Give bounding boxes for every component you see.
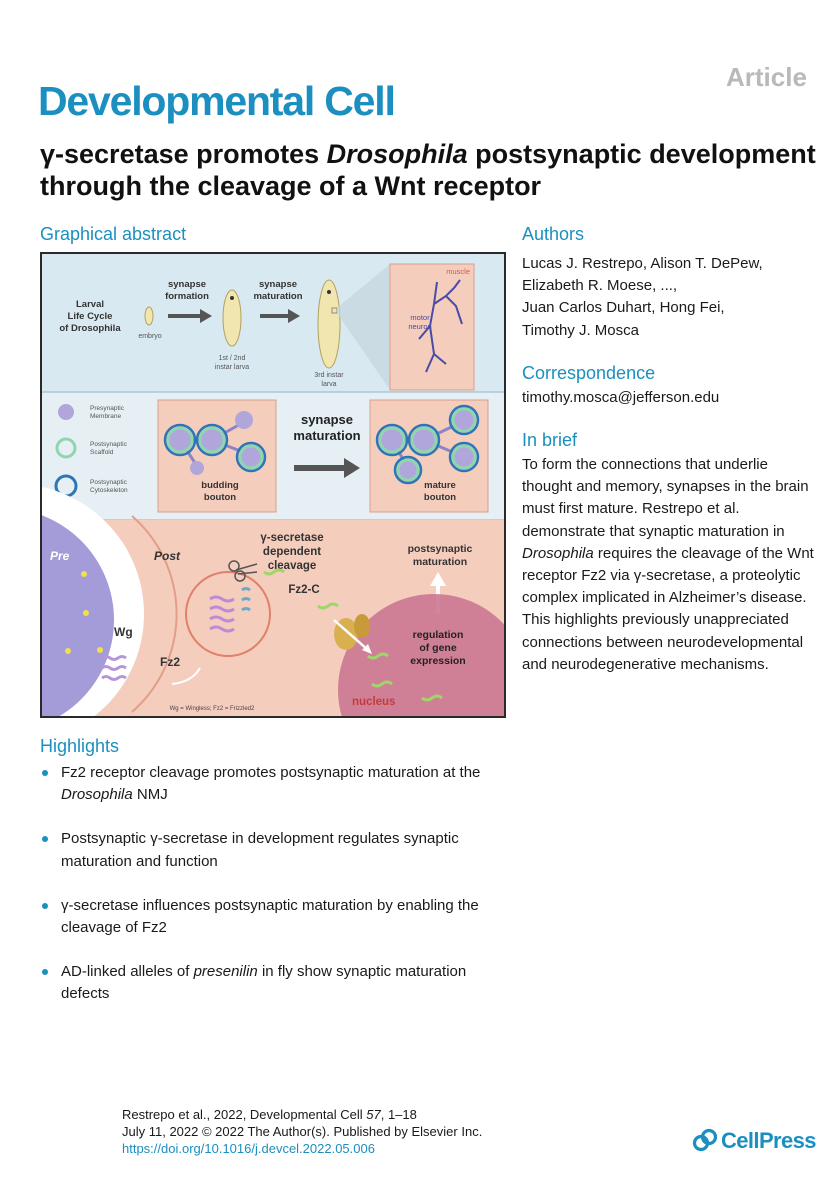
svg-text:Larval: Larval <box>76 299 104 310</box>
highlights-list: Fz2 receptor cleavage promotes postsynap… <box>40 762 510 1028</box>
svg-text:3rd instar: 3rd instar <box>314 372 344 379</box>
bullet-icon <box>42 969 48 976</box>
svg-text:instar larva: instar larva <box>215 364 249 371</box>
cellpress-logo[interactable]: CellPress <box>692 1128 816 1154</box>
svg-text:synapse: synapse <box>168 279 206 290</box>
svg-text:maturation: maturation <box>253 291 302 302</box>
svg-text:Membrane: Membrane <box>90 413 121 420</box>
in-brief-heading: In brief <box>522 430 578 450</box>
svg-text:of Drosophila: of Drosophila <box>59 323 121 334</box>
svg-text:γ-secretase: γ-secretase <box>260 532 323 544</box>
svg-text:postsynaptic: postsynaptic <box>408 543 473 555</box>
svg-text:Fz2: Fz2 <box>160 655 180 669</box>
author-line[interactable]: Juan Carlos Duhart, Hong Fei, <box>522 299 725 317</box>
bullet-icon <box>42 902 48 909</box>
doi-link[interactable]: https://doi.org/10.1016/j.devcel.2022.05… <box>122 1141 375 1156</box>
svg-text:of gene: of gene <box>419 642 456 654</box>
correspondence-email[interactable]: timothy.mosca@jefferson.edu <box>522 389 720 406</box>
svg-text:nucleus: nucleus <box>352 696 395 708</box>
life-cycle-panel: Larval Life Cycle of Drosophila embryo s… <box>59 263 475 391</box>
author-line[interactable]: Lucas J. Restrepo, Alison T. DePew, <box>522 255 763 272</box>
svg-text:maturation: maturation <box>413 556 467 568</box>
in-brief-text: To form the connections that underlie th… <box>522 456 814 673</box>
maturation-panel: Presynaptic Membrane Postsynaptic Scaffo… <box>54 399 489 513</box>
svg-text:muscle: muscle <box>446 267 470 276</box>
svg-text:larva: larva <box>321 381 336 388</box>
svg-text:Postsynaptic: Postsynaptic <box>90 479 128 486</box>
author-line[interactable]: Elizabeth R. Moese, ..., <box>522 277 678 295</box>
highlight-item: Postsynaptic γ-secretase in development … <box>40 828 510 872</box>
svg-text:Cytoskeleton: Cytoskeleton <box>90 487 128 494</box>
article-title: γ-secretase promotes Drosophila postsyna… <box>40 139 816 201</box>
svg-text:synapse: synapse <box>301 412 353 427</box>
bullet-icon <box>42 836 48 843</box>
authors-list: Lucas J. Restrepo, Alison T. DePew, Eliz… <box>522 253 822 342</box>
svg-text:bouton: bouton <box>424 492 456 503</box>
svg-text:Postsynaptic: Postsynaptic <box>90 441 128 448</box>
author-line[interactable]: Timothy J. Mosca <box>522 321 639 339</box>
svg-text:Wg: Wg <box>114 625 133 639</box>
highlight-item: AD-linked alleles of presenilin in fly s… <box>40 961 510 1005</box>
svg-text:neuron: neuron <box>408 322 431 331</box>
citation-footer: Restrepo et al., 2022, Developmental Cel… <box>122 1106 482 1157</box>
cellpress-logo-icon <box>692 1128 718 1152</box>
svg-text:Presynaptic: Presynaptic <box>90 405 125 412</box>
svg-text:Wg = Wingless; Fz2 = Frizzled2: Wg = Wingless; Fz2 = Frizzled2 <box>170 706 255 712</box>
svg-text:formation: formation <box>165 291 209 302</box>
svg-text:embryo: embryo <box>138 333 161 340</box>
svg-text:dependent: dependent <box>263 546 321 558</box>
authors-heading: Authors <box>522 224 585 244</box>
svg-text:expression: expression <box>410 655 465 667</box>
svg-text:Scaffold: Scaffold <box>90 449 114 456</box>
svg-text:Life Cycle: Life Cycle <box>68 311 113 322</box>
svg-text:1st / 2nd: 1st / 2nd <box>219 355 246 362</box>
correspondence-heading: Correspondence <box>522 363 656 383</box>
svg-text:motor: motor <box>410 313 430 322</box>
highlight-item: γ-secretase influences postsynaptic matu… <box>40 895 510 939</box>
copyright-line: July 11, 2022 © 2022 The Author(s). Publ… <box>122 1124 483 1139</box>
highlight-item: Fz2 receptor cleavage promotes postsynap… <box>40 762 510 806</box>
svg-text:synapse: synapse <box>259 279 297 290</box>
svg-text:budding: budding <box>201 480 239 491</box>
svg-text:maturation: maturation <box>293 428 360 443</box>
bullet-icon <box>42 770 48 776</box>
citation-line: Restrepo et al., 2022, Developmental Cel… <box>122 1107 417 1122</box>
highlights-heading: Highlights <box>40 736 120 756</box>
article-type-label: Article <box>726 62 807 92</box>
svg-text:mature: mature <box>424 480 456 491</box>
svg-text:bouton: bouton <box>204 492 236 503</box>
svg-text:regulation: regulation <box>413 629 464 641</box>
graphical-abstract: Larval Life Cycle of Drosophila embryo s… <box>40 252 506 718</box>
svg-text:Post: Post <box>154 549 181 563</box>
svg-text:Pre: Pre <box>50 549 70 563</box>
svg-text:Fz2-C: Fz2-C <box>288 584 319 596</box>
mechanism-panel: Pre Post γ-secretase dependent cleavage … <box>42 487 504 716</box>
graphical-abstract-heading: Graphical abstract <box>40 224 187 244</box>
journal-name[interactable]: Developmental Cell <box>38 78 396 124</box>
